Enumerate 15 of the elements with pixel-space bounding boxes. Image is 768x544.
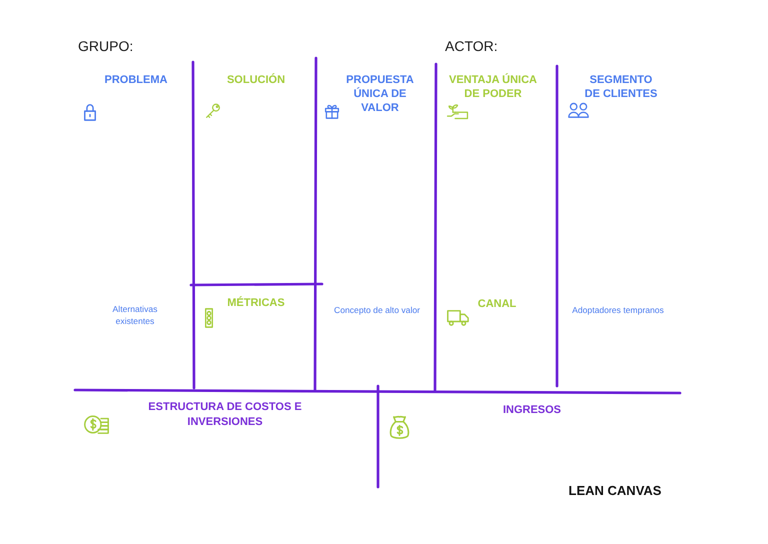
section-hint: Adoptadores tempranos	[571, 304, 665, 316]
field-label: GRUPO:	[78, 38, 134, 54]
section-heading: CANAL	[476, 297, 518, 311]
section-heading: PROPUESTA ÚNICA DE VALOR	[345, 73, 415, 115]
section-heading: MÉTRICAS	[226, 296, 286, 310]
section-heading: VENTAJA ÚNICA DE PODER	[448, 73, 538, 101]
section-heading: INGRESOS	[502, 403, 562, 418]
canvas-title: LEAN CANVAS	[568, 483, 662, 499]
section-heading: SEGMENTO DE CLIENTES	[584, 73, 658, 101]
section-heading: PROBLEMA	[104, 73, 168, 87]
section-hint: Alternativas existentes	[112, 303, 158, 327]
section-heading: ESTRUCTURA DE COSTOS E INVERSIONES	[147, 400, 303, 430]
section-hint: Concepto de alto valor	[333, 304, 421, 316]
field-label: ACTOR:	[445, 38, 499, 54]
section-heading: SOLUCIÓN	[226, 73, 286, 87]
